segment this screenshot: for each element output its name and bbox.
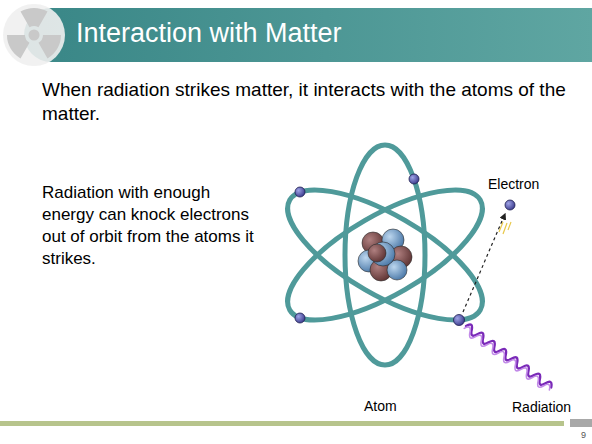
intro-paragraph: When radiation strikes matter, it intera… [42,78,572,126]
footer-bar [0,421,564,426]
radiation-icon [0,0,65,66]
ejected-electron [505,200,515,210]
motion-streak [499,222,511,234]
ejection-arrow [463,214,505,312]
nucleus [358,229,412,281]
footer-block [570,419,592,427]
radiation-label: Radiation [512,399,571,416]
slide-title: Interaction with Matter [76,18,342,49]
electron-orbits [270,145,501,365]
radiation-wave [462,323,554,393]
body-paragraph: Radiation with enough energy can knock e… [42,182,264,270]
title-band [60,8,592,62]
title-band [24,8,592,62]
page-number: 9 [581,430,586,441]
atom-label: Atom [364,398,397,415]
electron-label: Electron [488,176,539,193]
electrons [295,174,465,326]
